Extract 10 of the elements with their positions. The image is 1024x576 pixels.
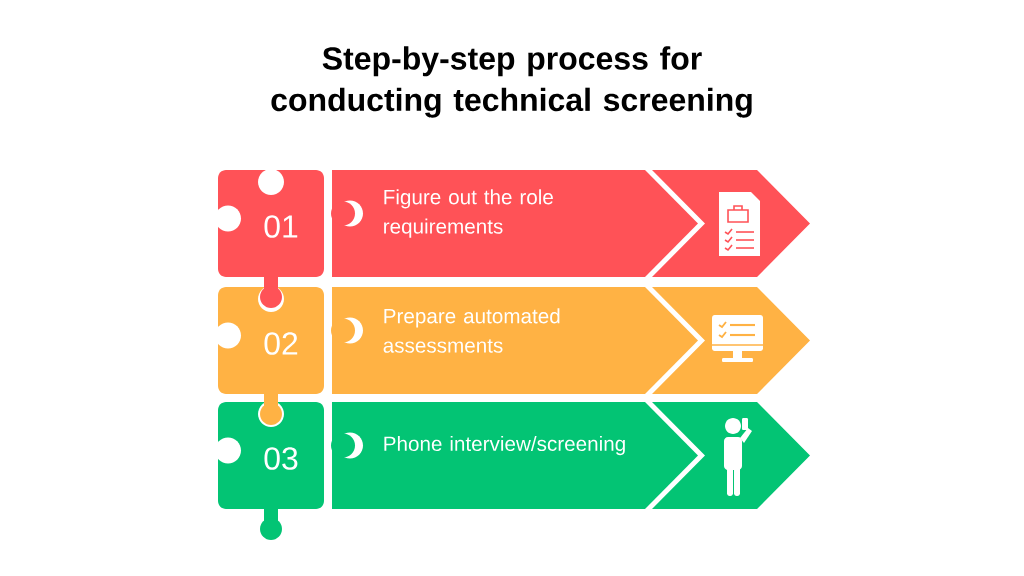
title: Step-by-step process for conducting technical screening [271, 46, 752, 118]
puzzle-piece: 02 [215, 286, 324, 425]
node-label: Prepare automated assessments [383, 308, 560, 353]
arrow-band: Phone interview/screening [331, 402, 698, 509]
node-label: Figure out the role requirements [384, 189, 553, 238]
puzzle-piece: 03 [215, 401, 324, 540]
arrow-band: Prepare automated assessments [331, 287, 698, 394]
arrow-band: Figure out the role requirements [331, 170, 698, 277]
puzzle-piece: 01 [215, 169, 324, 308]
node-label: Phone interview/screening [384, 435, 625, 456]
